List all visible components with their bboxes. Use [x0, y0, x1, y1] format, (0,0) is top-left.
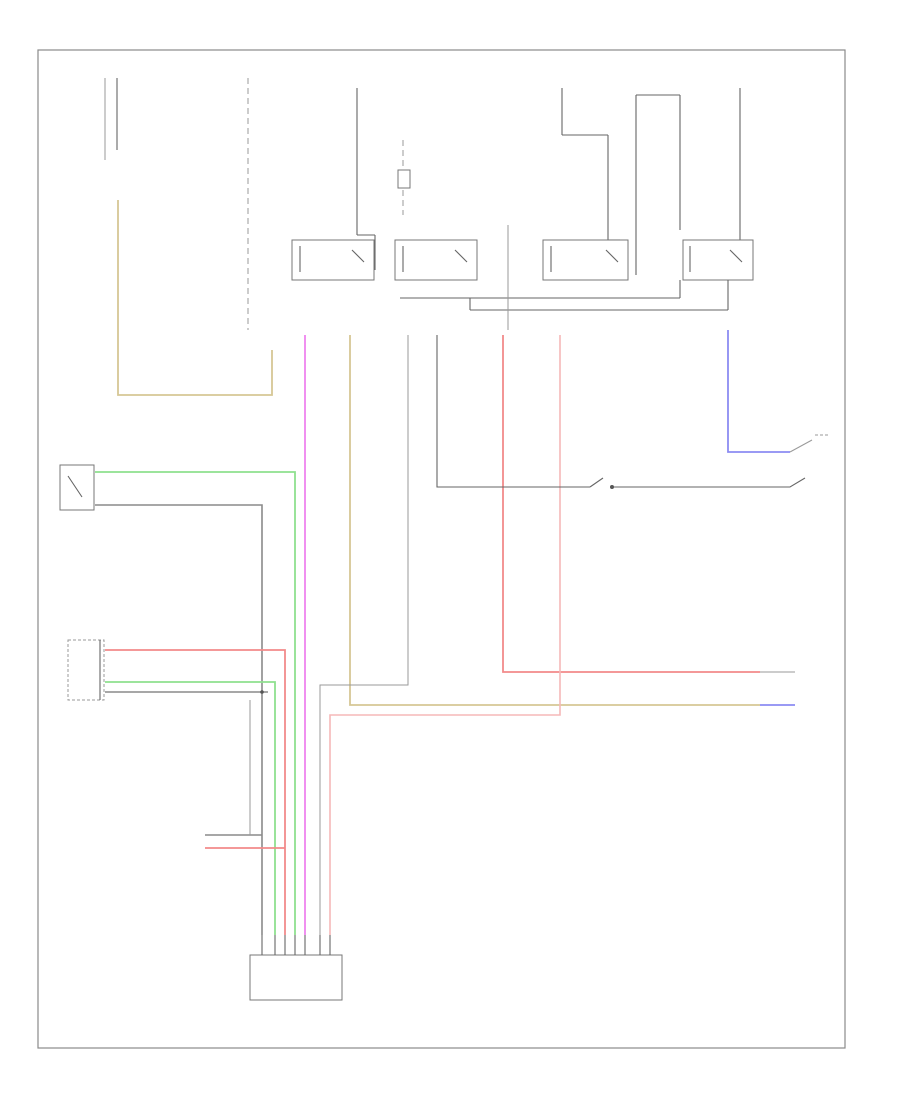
relay-2 — [394, 239, 478, 281]
connector-right — [760, 671, 795, 706]
switch-contact — [589, 477, 604, 488]
wire-tan-long — [349, 335, 760, 706]
power-feed-center — [356, 88, 376, 270]
wire-green-mid — [105, 681, 276, 935]
wire-tan-left — [117, 200, 273, 396]
relay-3 — [542, 239, 629, 281]
ecu-connector — [249, 935, 343, 1001]
wire-gray-center — [319, 335, 409, 935]
wire-red-mid — [105, 649, 286, 935]
pressure-switch-component — [59, 464, 95, 511]
relay-bus — [400, 225, 729, 330]
wire-green-upper — [95, 471, 296, 935]
wire-gray-switch — [436, 335, 590, 488]
relay-1 — [291, 239, 375, 281]
wire-red-long — [502, 335, 760, 673]
wire-pink — [329, 335, 561, 935]
diagram-frame — [37, 49, 846, 1049]
relay-4 — [682, 239, 754, 281]
power-feed-left — [104, 78, 249, 330]
fuse-block-center — [397, 140, 411, 215]
wire-blue — [727, 330, 790, 453]
pressure-sensor-component — [67, 639, 105, 701]
wire-gray-upper — [95, 504, 263, 935]
wire-gray-switch-right — [612, 477, 806, 488]
